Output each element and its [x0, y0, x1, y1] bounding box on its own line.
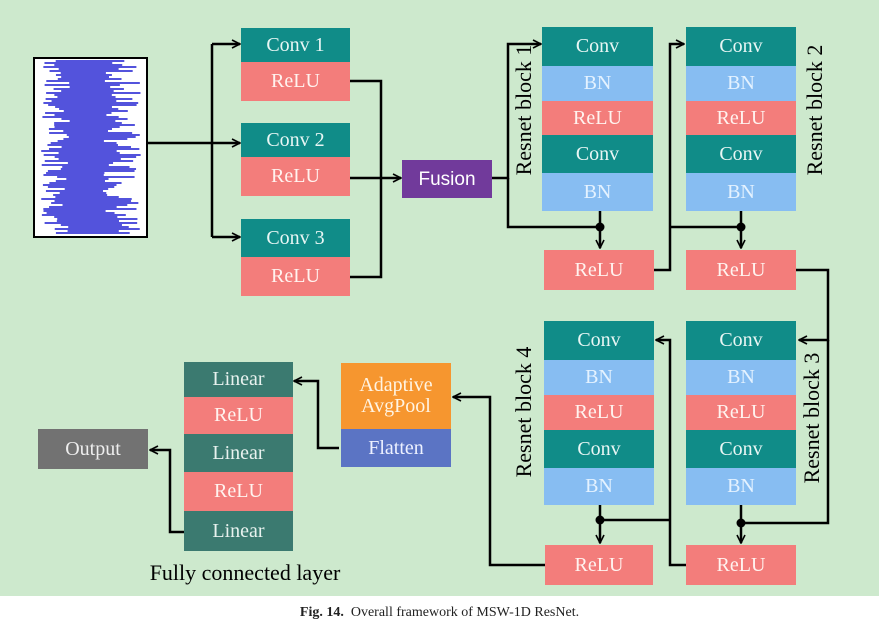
figure-caption-text: Overall framework of MSW-1D ResNet. [350, 605, 580, 620]
block2-out-relu: ReLU [686, 250, 796, 290]
block4-bn-b: BN [544, 468, 654, 505]
block2-bn-b: BN [686, 173, 796, 211]
block4-out-relu: ReLU [545, 545, 653, 585]
block4-conv-a: Conv [544, 321, 654, 360]
fc-linear-2: Linear [184, 434, 293, 472]
fc-layer-label: Fully connected layer [149, 560, 341, 585]
block3-bn-b: BN [686, 468, 796, 505]
fc-relu-1: ReLU [184, 397, 293, 434]
adaptive-avgpool-block: Adaptive AvgPool [341, 363, 451, 429]
block2-conv-a: Conv [686, 27, 796, 66]
block1-relu: ReLU [542, 101, 653, 135]
block1-title: Resnet block 1 [511, 44, 536, 176]
branch-1-conv: Conv 1 [241, 28, 350, 62]
block4-relu: ReLU [544, 395, 654, 430]
block1-out-relu: ReLU [544, 250, 654, 290]
fusion-block: Fusion [402, 160, 492, 198]
figure-caption: Fig. 14. Overall framework of MSW-1D Res… [0, 605, 879, 621]
block1-bn-b: BN [542, 173, 653, 211]
block4-bn-a: BN [544, 360, 654, 395]
branch-2-conv: Conv 2 [241, 123, 350, 157]
block3-relu: ReLU [686, 395, 796, 430]
caption-area [0, 596, 879, 632]
block2-relu: ReLU [686, 101, 796, 135]
input-signal-plot [33, 57, 148, 238]
block3-conv-b: Conv [686, 430, 796, 468]
block2-conv-b: Conv [686, 135, 796, 173]
block2-title: Resnet block 2 [802, 44, 827, 176]
branch-3-relu: ReLU [241, 257, 350, 296]
block3-out-relu: ReLU [686, 545, 796, 585]
flatten-block: Flatten [341, 429, 451, 467]
block3-conv-a: Conv [686, 321, 796, 360]
branch-1-relu: ReLU [241, 62, 350, 101]
connection-arrows [148, 0, 830, 567]
block3-bn-a: BN [686, 360, 796, 395]
block2-bn-a: BN [686, 66, 796, 101]
figure-label: Fig. 14. [299, 605, 344, 620]
fc-relu-2: ReLU [184, 472, 293, 511]
block4-title: Resnet block 4 [511, 346, 536, 478]
branch-3-conv: Conv 3 [241, 219, 350, 257]
block1-bn-a: BN [542, 66, 653, 101]
block1-conv-b: Conv [542, 135, 653, 173]
block1-conv-a: Conv [542, 27, 653, 66]
output-block: Output [38, 429, 148, 469]
block4-conv-b: Conv [544, 430, 654, 468]
fc-linear-1: Linear [184, 362, 293, 397]
block3-title: Resnet block 3 [799, 352, 824, 484]
fc-linear-3: Linear [184, 511, 293, 551]
branch-2-relu: ReLU [241, 157, 350, 196]
